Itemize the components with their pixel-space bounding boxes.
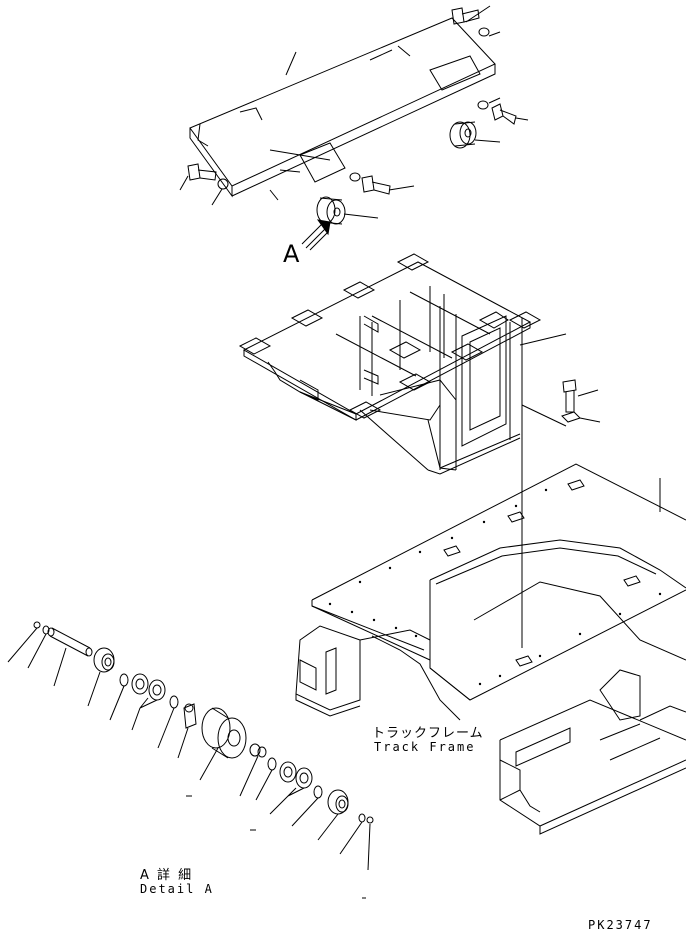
track-frame bbox=[296, 464, 686, 834]
view-letter-label: A bbox=[283, 240, 300, 268]
leader-lines-top bbox=[180, 6, 528, 218]
track-frame-label-jp: トラックフレーム bbox=[372, 726, 484, 741]
cover-roller-front bbox=[317, 197, 345, 224]
cover-bolt-mid bbox=[362, 176, 390, 194]
track-frame-pads bbox=[444, 480, 640, 666]
cover-bolt-left bbox=[188, 164, 216, 180]
track-frame-label-en: Track Frame bbox=[374, 740, 476, 754]
drawing-code: PK23747 bbox=[588, 918, 653, 932]
cover-bolt-right bbox=[492, 104, 516, 124]
cover-washer-top bbox=[479, 28, 489, 36]
track-frame-holes bbox=[328, 488, 662, 686]
detail-a-label-en: Detail A bbox=[140, 882, 214, 896]
detail-a-assembly bbox=[34, 622, 373, 823]
cover-roller-right bbox=[450, 122, 476, 148]
cover-washer-right bbox=[478, 101, 488, 109]
leader-lines-detail bbox=[8, 628, 370, 898]
detail-a-label-jp: A 詳 細 bbox=[140, 868, 194, 883]
stand-bolt bbox=[563, 380, 576, 412]
cover-washer-left bbox=[218, 179, 228, 189]
stand-mounting-pads bbox=[240, 254, 540, 418]
support-stand bbox=[244, 262, 530, 474]
stand-washer bbox=[562, 412, 580, 422]
cover-plate bbox=[190, 18, 495, 200]
cover-washer-mid bbox=[350, 173, 360, 181]
leader-lines-stand bbox=[520, 334, 600, 648]
view-arrow bbox=[302, 220, 330, 250]
